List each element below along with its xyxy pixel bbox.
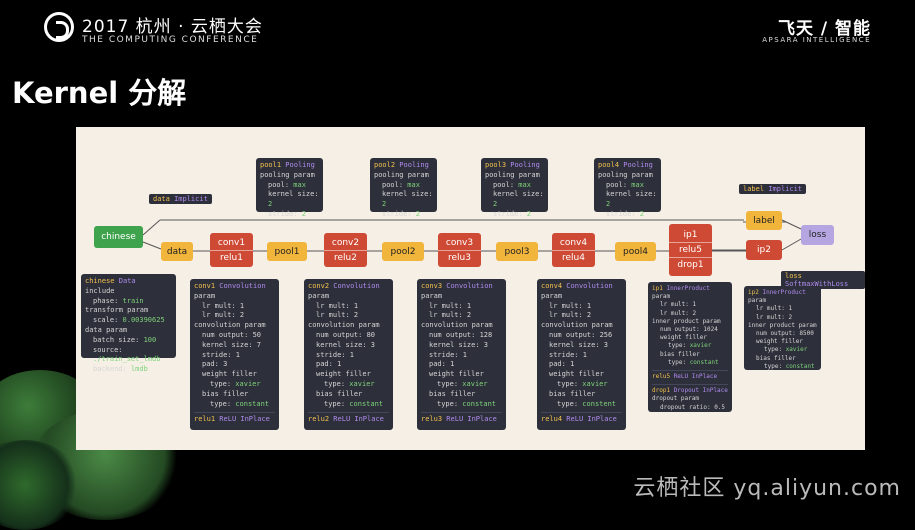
node-label: label (746, 211, 782, 230)
ip1-param-card: ip1 InnerProduct param lr mult: 1 lr mul… (648, 282, 732, 412)
pool1-param-card: pool1 Pooling pooling param pool: max ke… (256, 158, 323, 218)
slide-title: Kernel 分解 (12, 76, 187, 110)
conv3-param-card: conv3 Convolution param lr mult: 1 lr mu… (417, 279, 506, 430)
brand-logo: 飞天 / 智能 (777, 19, 871, 39)
node-conv1-relu1: conv1 relu1 (210, 233, 253, 267)
pool3-param-card: pool3 Pooling pooling param pool: max ke… (481, 158, 548, 218)
pool2-param-card: pool2 Pooling pooling param pool: max ke… (370, 158, 437, 218)
node-ip1-relu5-drop1: ip1 relu5 drop1 (669, 224, 712, 276)
node-ip2: ip2 (746, 240, 782, 260)
network-diagram: chinese data conv1 relu1 pool1 conv2 rel… (76, 127, 865, 450)
node-conv3: conv3 (445, 237, 474, 248)
tag-label-implicit: label Implicit (739, 184, 807, 194)
node-relu2: relu2 (324, 249, 367, 265)
node-relu5: relu5 (669, 242, 712, 257)
node-conv3-relu3: conv3 relu3 (438, 233, 481, 267)
conv4-param-card: conv4 Convolution param lr mult: 1 lr mu… (537, 279, 626, 430)
node-conv4-relu4: conv4 relu4 (552, 233, 595, 267)
conference-title: 2017 杭州 · 云栖大会 (82, 17, 263, 37)
ip2-param-card: ip2 InnerProduct param lr mult: 1 lr mul… (744, 286, 821, 370)
node-conv4: conv4 (559, 237, 588, 248)
node-relu4: relu4 (552, 249, 595, 265)
node-drop1: drop1 (669, 257, 712, 272)
tag-data-implicit: data Implicit (149, 194, 212, 204)
node-chinese: chinese (94, 226, 143, 248)
node-relu3: relu3 (438, 249, 481, 265)
tag-loss-softmax: loss SoftmaxWithLoss (781, 271, 865, 289)
conv2-param-card: conv2 Convolution param lr mult: 1 lr mu… (304, 279, 393, 430)
brand-subtitle: APSARA INTELLIGENCE (762, 36, 871, 44)
node-pool2: pool2 (382, 242, 424, 261)
data-layer-card: chinese Data include phase: train transf… (81, 274, 176, 373)
node-pool3: pool3 (496, 242, 538, 261)
conference-subtitle: THE COMPUTING CONFERENCE (82, 35, 259, 45)
node-conv2: conv2 (331, 237, 360, 248)
node-pool4: pool4 (615, 242, 656, 261)
watermark: 云栖社区 yq.aliyun.com (633, 476, 901, 501)
pool4-param-card: pool4 Pooling pooling param pool: max ke… (594, 158, 661, 218)
node-ip1: ip1 (683, 230, 698, 240)
conv1-param-card: conv1 Convolution param lr mult: 1 lr mu… (190, 279, 279, 430)
node-data: data (161, 242, 193, 261)
node-relu1: relu1 (210, 249, 253, 265)
node-conv2-relu2: conv2 relu2 (324, 233, 367, 267)
node-loss: loss (801, 225, 834, 245)
conference-logo-icon (44, 12, 74, 42)
node-pool1: pool1 (267, 242, 307, 261)
node-conv1: conv1 (217, 237, 246, 248)
